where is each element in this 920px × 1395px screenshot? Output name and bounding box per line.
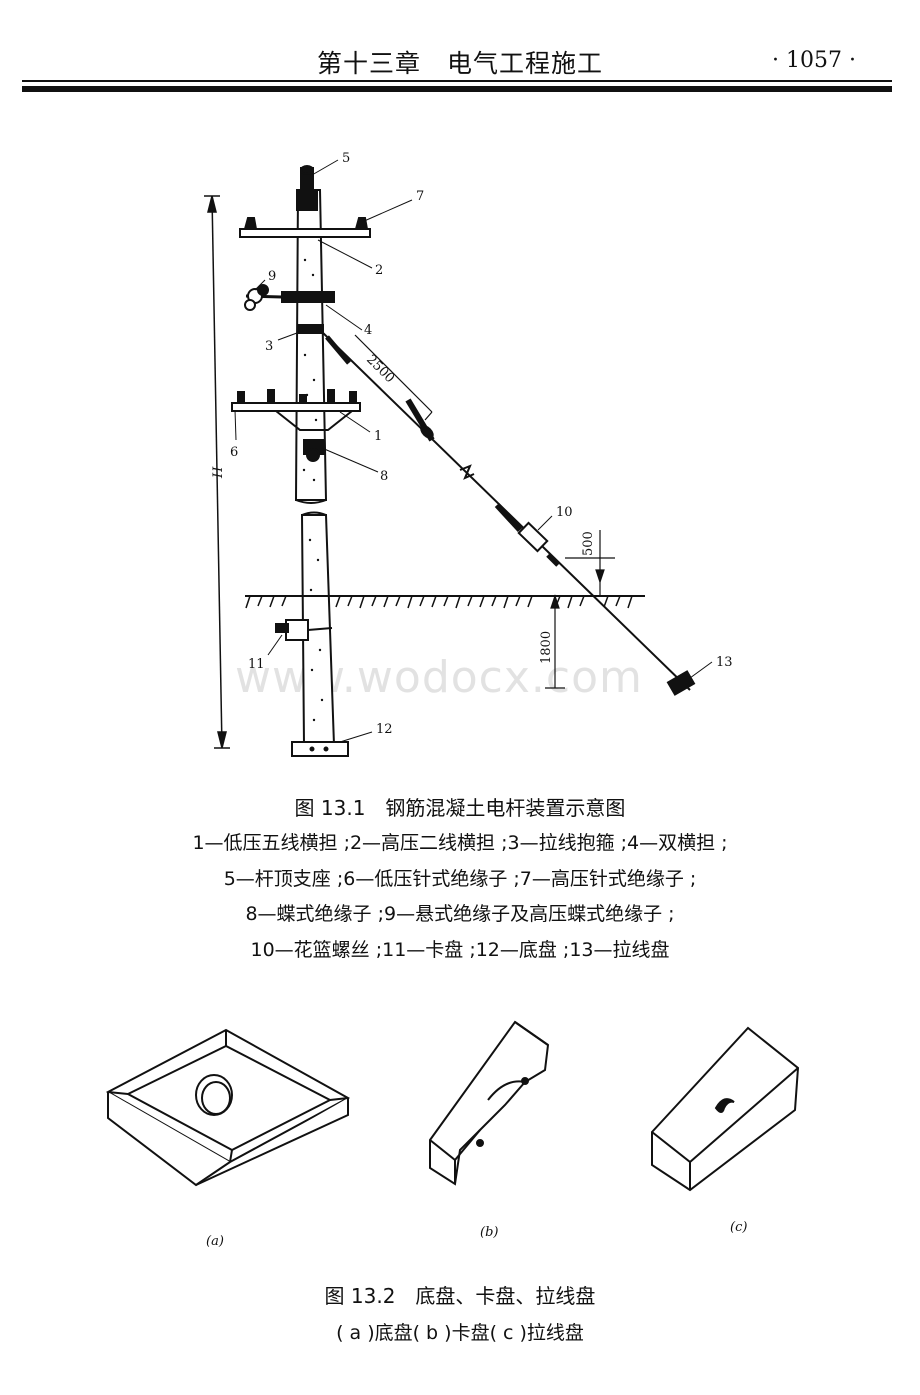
callout-11: 11 [248, 657, 265, 672]
butterfly-insulator [303, 439, 325, 462]
sub-label-a: (a) [206, 1234, 224, 1249]
page-number: · 1057 · [772, 48, 856, 73]
figure-13-1-caption-line-4: 10—花篮螺丝 ;11—卡盘 ;12—底盘 ;13—拉线盘 [250, 939, 670, 961]
chapter-title: 第十三章 电气工程施工 [316, 49, 603, 78]
dimension-500: 500 [581, 531, 596, 556]
figure-13-2-caption-title: 图 13.2 底盘、卡盘、拉线盘 [324, 1284, 596, 1308]
callout-2: 2 [375, 263, 383, 278]
base-plate-a [105, 1028, 351, 1187]
callout-3: 3 [265, 339, 273, 354]
figure-13-2-caption-line: ( a )底盘( b )卡盘( c )拉线盘 [336, 1322, 584, 1344]
callout-7: 7 [416, 189, 424, 204]
callout-9: 9 [268, 269, 276, 284]
anchor-plate [666, 670, 696, 696]
guy-wire [319, 329, 691, 691]
figure-13-1-caption-line-3: 8—蝶式绝缘子 ;9—悬式绝缘子及高压蝶式绝缘子 ; [245, 903, 675, 925]
base-plate [291, 741, 349, 757]
lv-crossarm [231, 389, 361, 431]
figure-13-1-caption-line-2: 5—杆顶支座 ;6—低压针式绝缘子 ;7—高压针式绝缘子 ; [223, 868, 697, 890]
ground-line [245, 595, 645, 609]
pole-top-support [296, 165, 318, 211]
sub-label-b: (b) [480, 1225, 499, 1240]
double-crossarm [244, 284, 335, 311]
callout-5: 5 [342, 151, 350, 166]
guy-clamp [298, 324, 324, 334]
anchor-plate-c [651, 1026, 800, 1192]
callout-6: 6 [230, 445, 238, 460]
dimension-h: H [211, 466, 226, 479]
figure-13-2-drawing [105, 1020, 800, 1192]
callout-13: 13 [716, 655, 733, 670]
callout-4: 4 [364, 323, 372, 338]
leader-lines [234, 159, 713, 743]
pole-texture [302, 258, 324, 722]
chuck-plate [275, 619, 333, 641]
figure-13-1-caption-line-1: 1—低压五线横担 ;2—高压二线横担 ;3—拉线抱箍 ;4—双横担 ; [192, 832, 728, 854]
dim-500 [565, 530, 615, 595]
header-rule-thin [22, 80, 892, 82]
chuck-plate-b [429, 1020, 550, 1186]
height-dimension [204, 195, 230, 749]
figure-13-1-caption-title: 图 13.1 钢筋混凝土电杆装置示意图 [294, 796, 626, 820]
dim-1800 [545, 594, 565, 689]
callout-12: 12 [376, 722, 393, 737]
sub-label-c: (c) [730, 1220, 748, 1235]
dimension-1800: 1800 [539, 631, 554, 664]
dimension-2500: 2500 [363, 352, 397, 386]
hv-crossarm [239, 217, 371, 238]
callout-10: 10 [556, 505, 573, 520]
header-rule-thick [22, 86, 892, 92]
callout-1: 1 [374, 429, 382, 444]
guy-dimension [354, 334, 433, 421]
callout-8: 8 [380, 469, 388, 484]
